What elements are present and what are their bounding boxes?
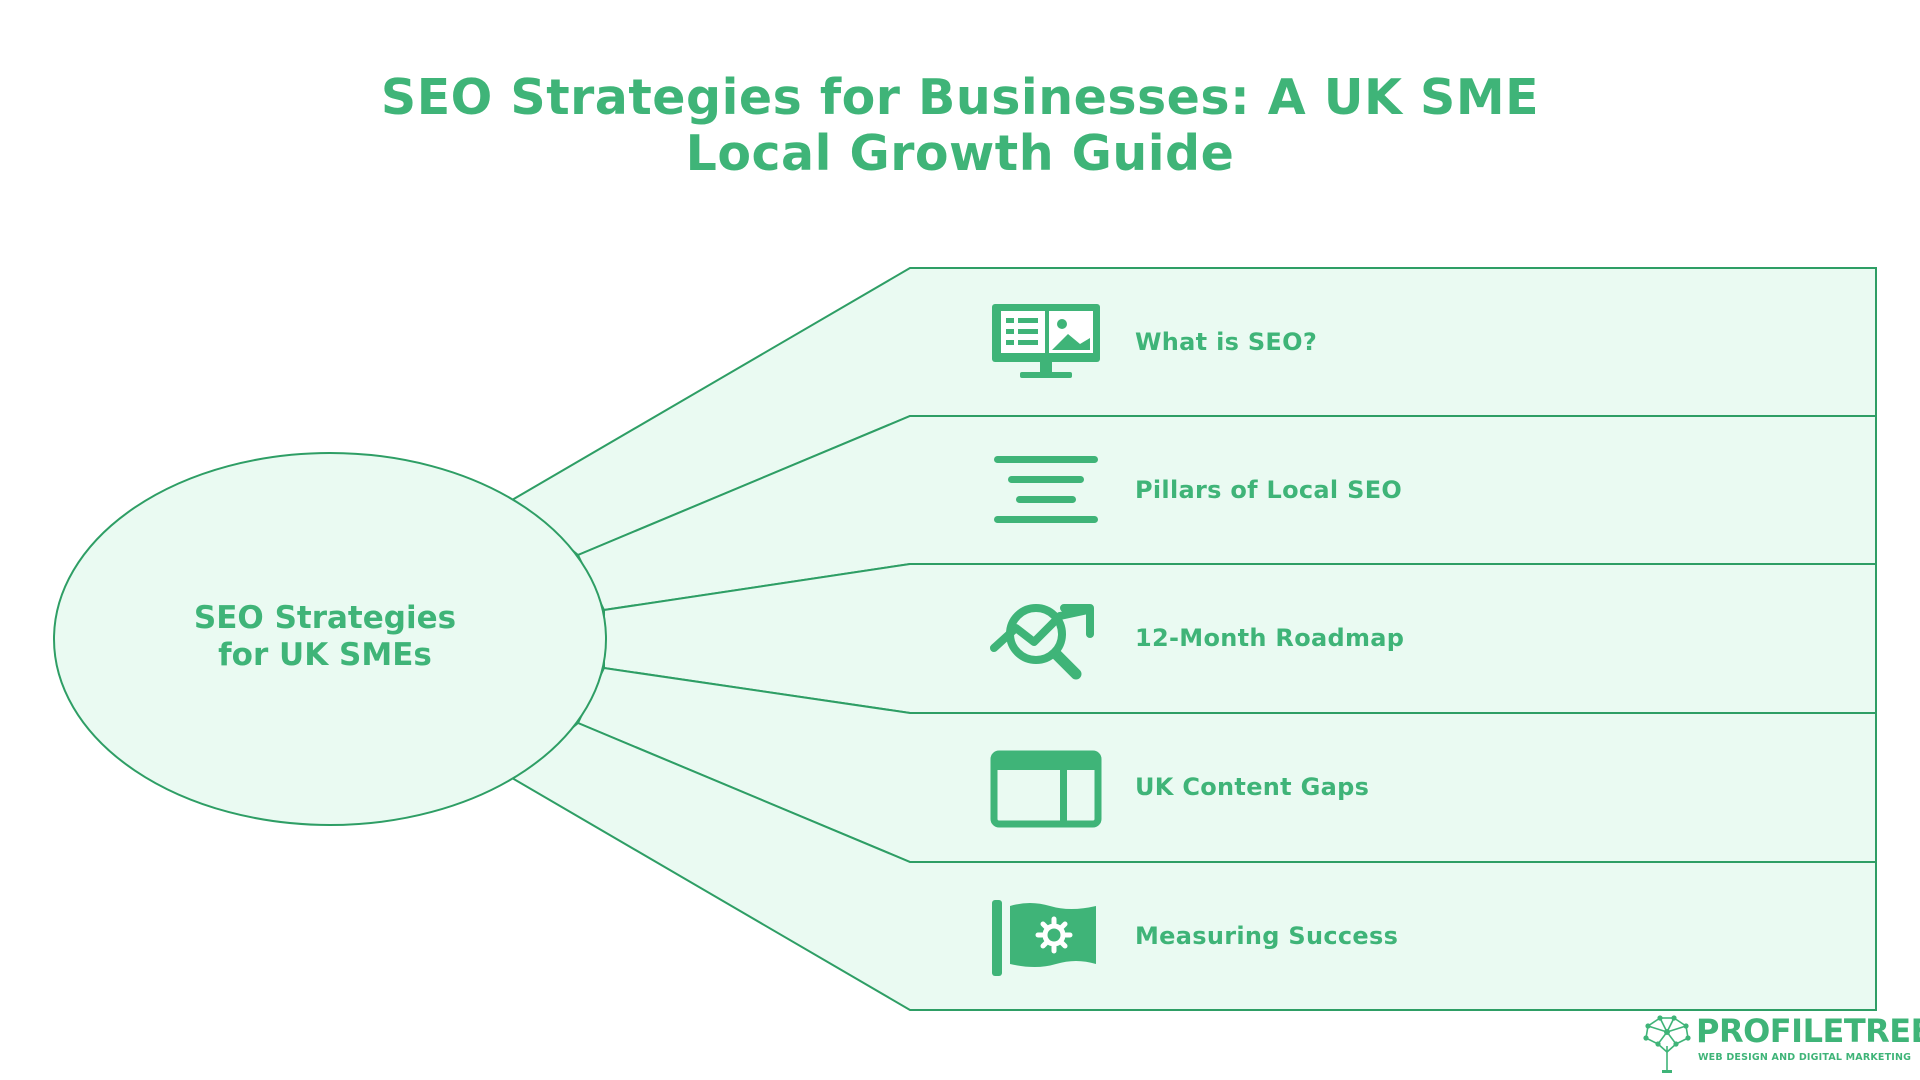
item-label: UK Content Gaps (1135, 773, 1370, 801)
item-measuring-success: Measuring Success (1135, 862, 1398, 1010)
item-label: What is SEO? (1135, 328, 1318, 356)
profiletree-logo: PROFILETREE WEB DESIGN AND DIGITAL MARKE… (1640, 1012, 1920, 1074)
logo-name: PROFILETREE (1696, 1012, 1920, 1050)
page-title: SEO Strategies for Businesses: A UK SME … (0, 70, 1920, 182)
align-center-icon (994, 456, 1098, 523)
center-label: SEO Strategies for UK SMEs (95, 600, 555, 674)
monitor-icon (992, 304, 1100, 378)
title-line-1: SEO Strategies for Businesses: A UK SME (380, 69, 1540, 126)
center-ellipse (53, 452, 607, 826)
center-label-line-2: for UK SMEs (218, 637, 432, 673)
chart-magnifier-icon (990, 604, 1094, 680)
item-label: 12-Month Roadmap (1135, 624, 1405, 652)
tree-network-icon (1643, 1015, 1691, 1073)
item-12-month-roadmap: 12-Month Roadmap (1135, 564, 1404, 712)
item-label: Pillars of Local SEO (1135, 476, 1403, 504)
center-label-line-1: SEO Strategies (193, 600, 457, 636)
title-line-2: Local Growth Guide (685, 125, 1235, 182)
item-label: Measuring Success (1135, 922, 1399, 950)
item-what-is-seo: What is SEO? (1135, 268, 1317, 416)
flag-icon (992, 900, 1096, 976)
item-uk-content-gaps: UK Content Gaps (1135, 713, 1369, 861)
layout-window-icon (990, 750, 1102, 828)
logo-tagline: WEB DESIGN AND DIGITAL MARKETING (1698, 1052, 1912, 1063)
item-pillars-of-local-seo: Pillars of Local SEO (1135, 416, 1402, 564)
